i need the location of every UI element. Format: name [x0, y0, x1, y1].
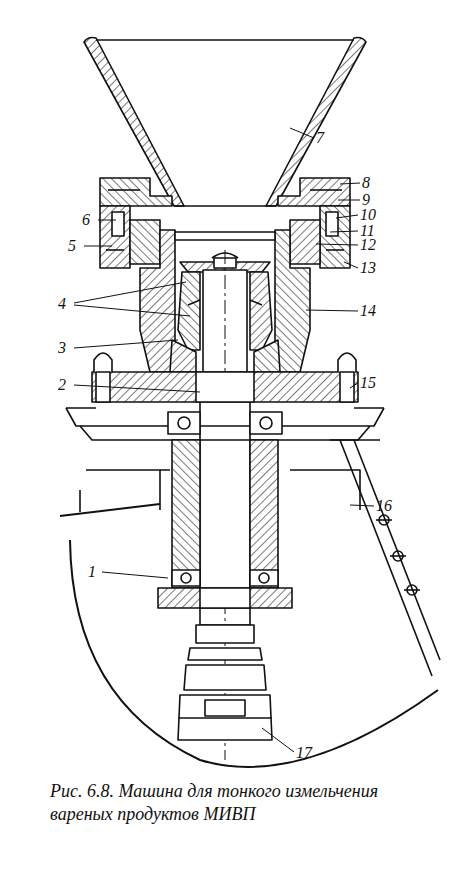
callout-number: 1 — [88, 564, 96, 580]
hopper — [84, 38, 366, 207]
callout-number: 6 — [82, 212, 90, 228]
callout-number: 13 — [360, 260, 376, 276]
tray — [66, 408, 384, 440]
callout-number: 16 — [376, 498, 392, 514]
flange — [92, 353, 358, 402]
callout-number: 9 — [362, 192, 370, 208]
callout-number: 17 — [296, 745, 312, 761]
callout-number: 4 — [58, 296, 66, 312]
callout-number: 10 — [360, 207, 376, 223]
leader-lines — [74, 128, 374, 752]
callout-number: 8 — [362, 175, 370, 191]
callout-number: 3 — [58, 340, 66, 356]
frame — [60, 440, 440, 767]
coupling — [178, 625, 272, 740]
callout-number: 5 — [68, 238, 76, 254]
figure-caption: Рис. 6.8. Машина для тонкого измельчения… — [50, 780, 390, 825]
bearing-housing — [158, 412, 292, 625]
callout-number: 12 — [360, 237, 376, 253]
callout-number: 15 — [360, 375, 376, 391]
callout-number: 14 — [360, 303, 376, 319]
callout-number: 7 — [316, 130, 324, 146]
callout-number: 2 — [58, 377, 66, 393]
